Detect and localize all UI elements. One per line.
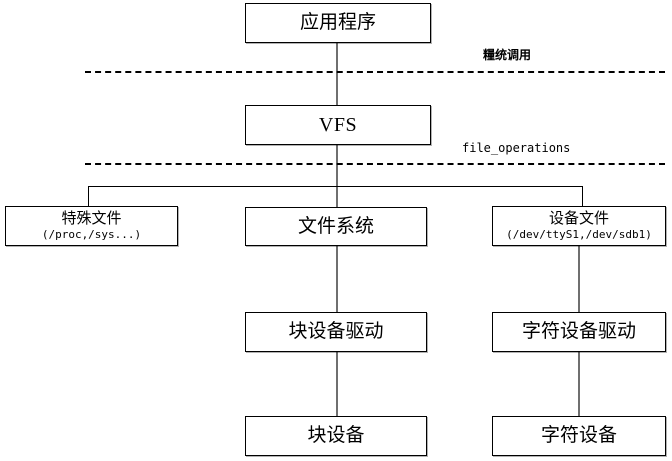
node-device-file[interactable]: 设备文件 (/dev/ttyS1,/dev/sdb1)	[492, 206, 666, 246]
connector-filesystem-to-block-driver	[336, 245, 338, 313]
node-vfs-label: VFS	[318, 113, 358, 136]
system-call-label: 糧统调用	[483, 48, 532, 62]
node-special-file[interactable]: 特殊文件 (/proc,/sys...)	[5, 206, 178, 246]
connector-branch-to-special-file	[88, 186, 89, 207]
node-char-device-label: 字符设备	[540, 425, 617, 447]
node-application[interactable]: 应用程序	[245, 3, 431, 43]
node-special-file-path: (/proc,/sys...)	[41, 227, 142, 241]
file-operations-label: file_operations	[462, 141, 571, 155]
node-char-device[interactable]: 字符设备	[492, 416, 666, 456]
node-block-device-driver-label: 块设备驱动	[288, 321, 384, 343]
node-filesystem-label: 文件系统	[297, 215, 374, 237]
node-char-device-driver-label: 字符设备驱动	[521, 321, 636, 343]
connector-application-to-vfs	[336, 42, 338, 106]
connector-branch-to-device-file	[582, 186, 583, 207]
node-block-device[interactable]: 块设备	[245, 416, 427, 456]
connector-block-driver-to-block-device	[336, 352, 338, 416]
node-block-device-label: 块设备	[307, 425, 365, 447]
connector-vfs-to-branch	[336, 145, 338, 207]
connector-char-driver-to-char-device	[578, 352, 580, 416]
node-application-label: 应用程序	[299, 12, 376, 34]
node-char-device-driver[interactable]: 字符设备驱动	[492, 312, 666, 352]
node-special-file-label: 特殊文件	[61, 210, 122, 227]
file-operations-separator	[85, 163, 665, 165]
node-device-file-label: 设备文件	[548, 210, 609, 227]
system-call-separator	[85, 71, 665, 73]
connector-device-file-to-char-driver	[578, 245, 580, 313]
node-vfs[interactable]: VFS	[245, 105, 431, 145]
node-block-device-driver[interactable]: 块设备驱动	[245, 312, 427, 352]
branch-bus-line	[88, 186, 583, 187]
node-device-file-path: (/dev/ttyS1,/dev/sdb1)	[506, 227, 652, 241]
node-filesystem[interactable]: 文件系统	[245, 207, 427, 246]
